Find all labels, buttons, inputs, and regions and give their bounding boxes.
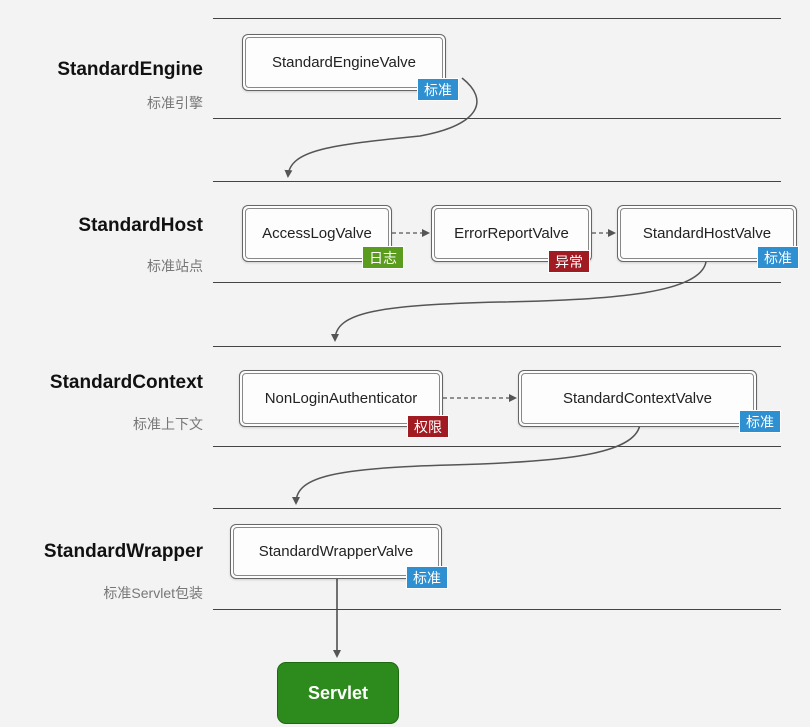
non-login-authenticator-label: NonLoginAuthenticator bbox=[242, 373, 440, 424]
host-subtitle: 标准站点 bbox=[147, 258, 203, 274]
context-bottom-rule bbox=[213, 446, 781, 447]
context-top-rule bbox=[213, 346, 781, 347]
error-report-valve-label: ErrorReportValve bbox=[434, 208, 589, 259]
access-log-valve-label: AccessLogValve bbox=[245, 208, 389, 259]
engine-standard-tag: 标准 bbox=[417, 78, 459, 101]
context-standard-tag: 标准 bbox=[739, 410, 781, 433]
standard-host-valve-label: StandardHostValve bbox=[620, 208, 794, 259]
standard-context-valve: StandardContextValve bbox=[518, 370, 757, 427]
engine-title: StandardEngine bbox=[57, 59, 203, 80]
wrapper-subtitle: 标准Servlet包装 bbox=[103, 585, 203, 601]
wrapper-top-rule bbox=[213, 508, 781, 509]
authenticator-permission-tag: 权限 bbox=[407, 415, 449, 438]
engine-to-host-arrow bbox=[284, 77, 478, 178]
wrapper-standard-tag: 标准 bbox=[406, 566, 448, 589]
wrapper-bottom-rule bbox=[213, 609, 781, 610]
host-to-context-arrow bbox=[331, 261, 707, 342]
standard-context-valve-label: StandardContextValve bbox=[521, 373, 754, 424]
context-to-wrapper-arrow bbox=[292, 423, 641, 505]
engine-top-rule bbox=[213, 18, 781, 19]
servlet-node: Servlet bbox=[277, 662, 399, 724]
standard-wrapper-valve-label: StandardWrapperValve bbox=[233, 527, 439, 576]
access-log-tag: 日志 bbox=[362, 246, 404, 269]
context-subtitle: 标准上下文 bbox=[133, 416, 203, 432]
error-report-tag: 异常 bbox=[548, 250, 590, 273]
host-standard-tag: 标准 bbox=[757, 246, 799, 269]
host-bottom-rule bbox=[213, 282, 781, 283]
wrapper-title: StandardWrapper bbox=[43, 541, 203, 562]
host-title: StandardHost bbox=[78, 215, 203, 236]
engine-subtitle: 标准引擎 bbox=[147, 95, 203, 111]
context-title: StandardContext bbox=[49, 372, 203, 393]
standard-engine-valve: StandardEngineValve bbox=[242, 34, 446, 91]
host-top-rule bbox=[213, 181, 781, 182]
standard-engine-valve-label: StandardEngineValve bbox=[245, 37, 443, 88]
engine-bottom-rule bbox=[213, 118, 781, 119]
